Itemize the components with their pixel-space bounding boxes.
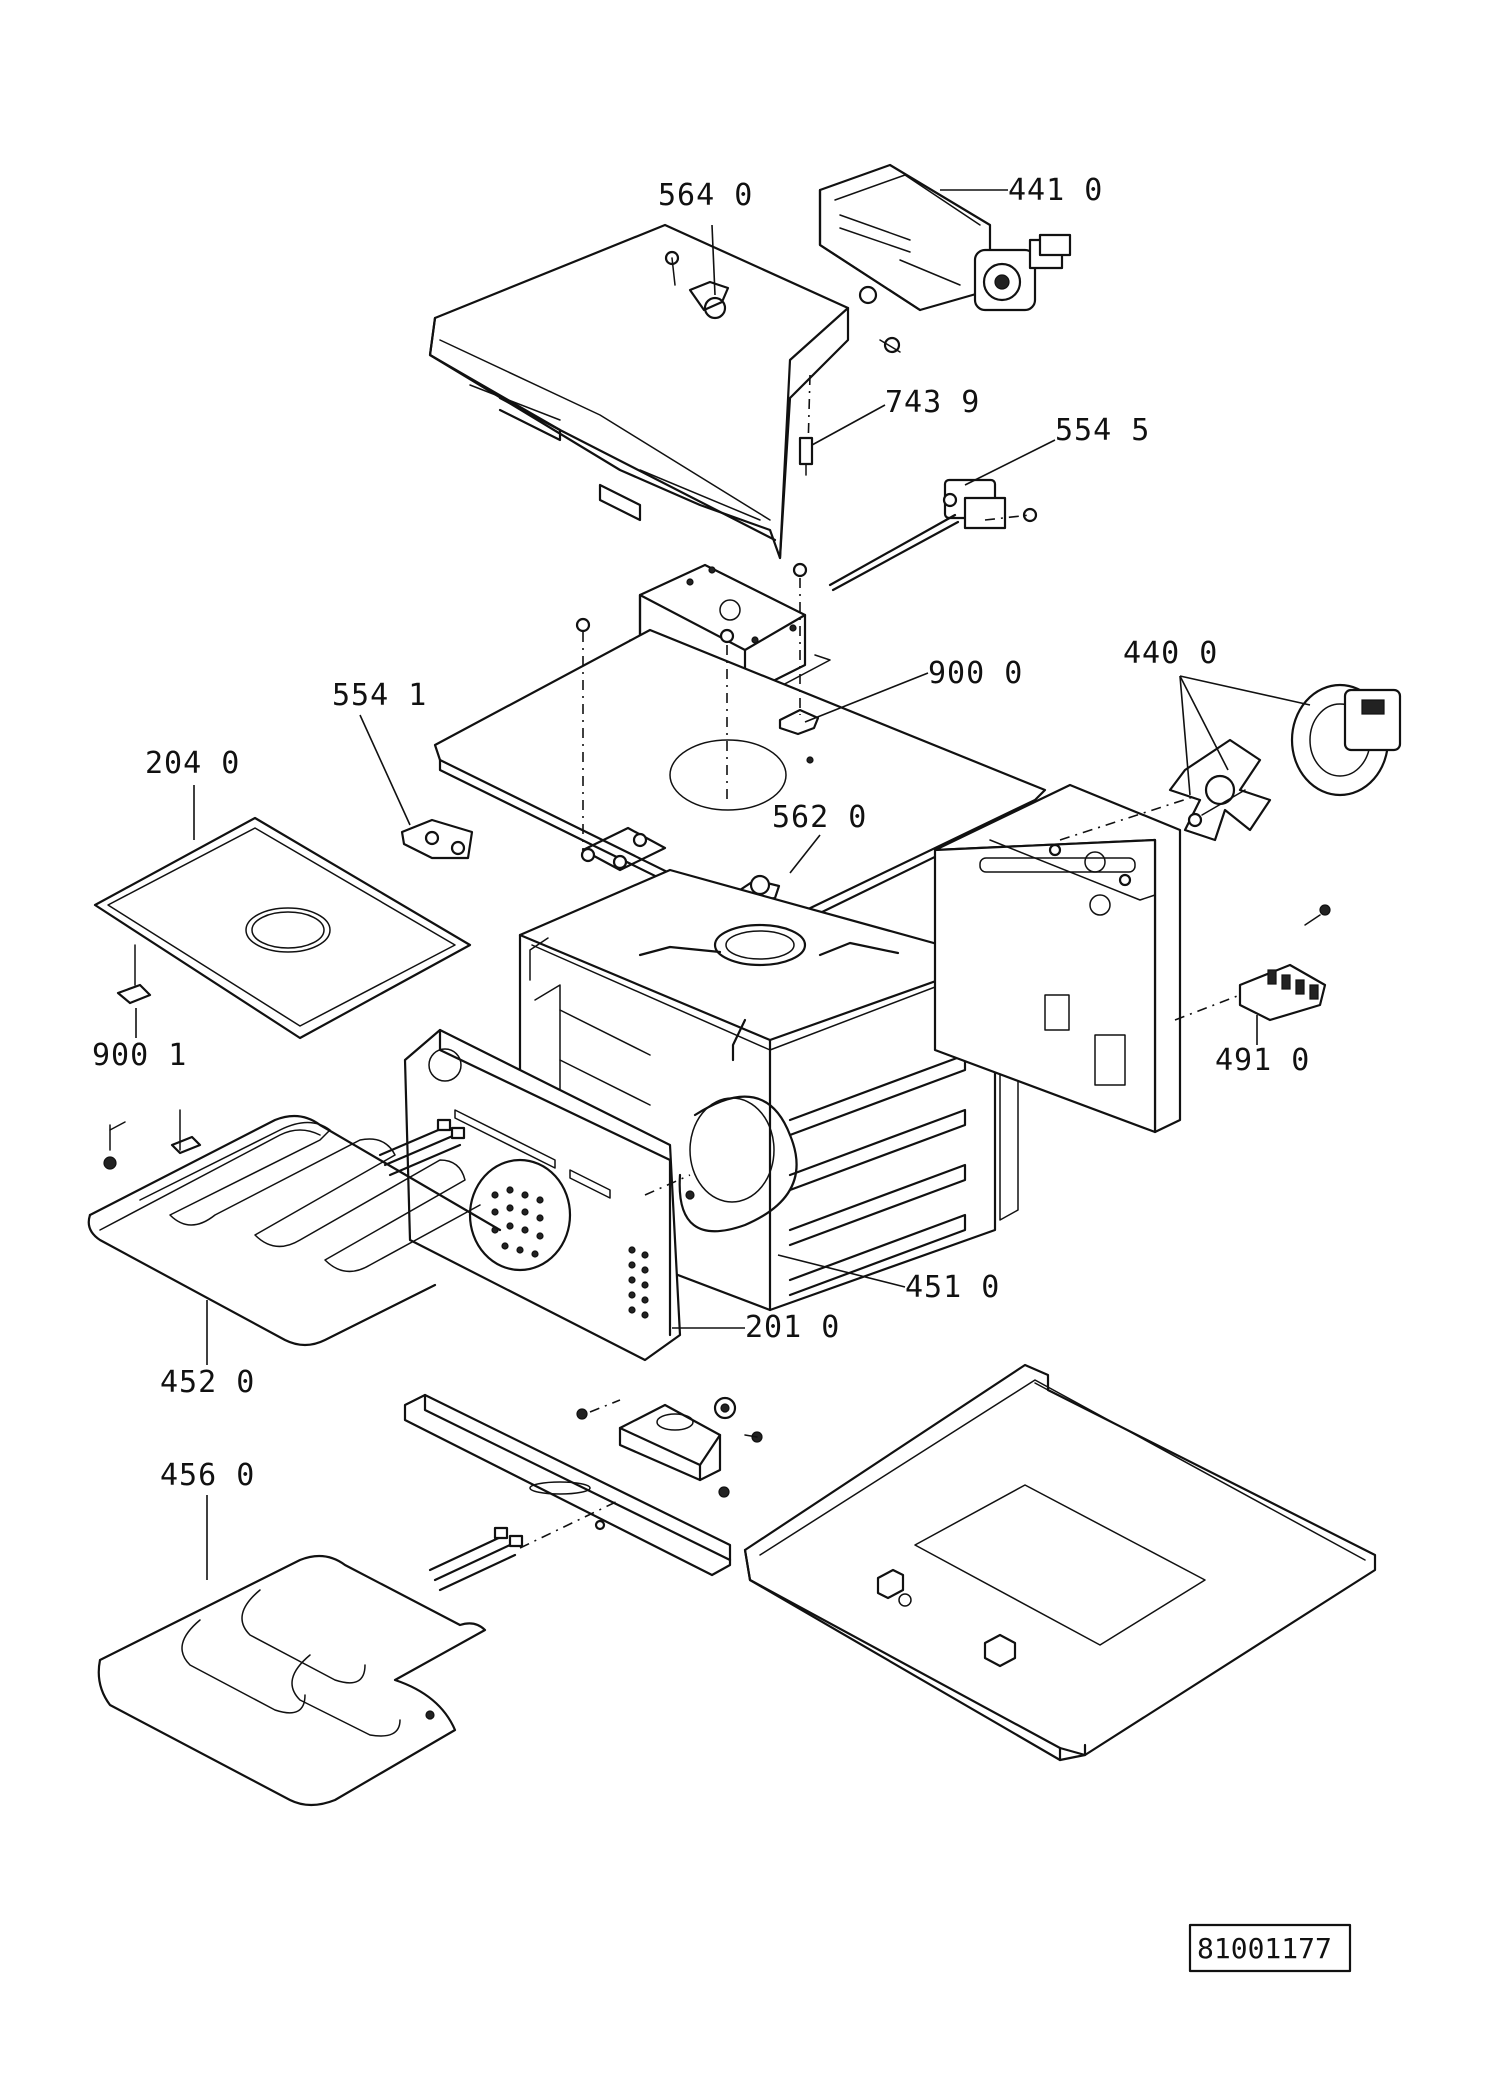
callout-564-0: 564 0	[658, 178, 753, 213]
callout-900-0: 900 0	[928, 656, 1023, 691]
upper-heating-element	[87, 1109, 502, 1347]
vent-holes	[491, 1186, 544, 1258]
mounting-bracket	[400, 818, 474, 860]
callout-201-0: 201 0	[745, 1310, 840, 1345]
thermostat-probe	[828, 478, 1038, 592]
clip	[116, 944, 152, 1005]
callout-900-1: 900 1	[92, 1038, 187, 1073]
lower-heating-element	[97, 1499, 621, 1807]
tangential-fan-motor	[818, 163, 1072, 312]
front-frame	[403, 1028, 695, 1362]
document-number: 81001177	[1197, 1932, 1332, 1965]
door-hinge-bracket	[576, 1396, 763, 1498]
rear-wall-panel	[933, 783, 1231, 1134]
callout-452-0: 452 0	[160, 1365, 255, 1400]
document-number-box	[1188, 1923, 1352, 1973]
callout-491-0: 491 0	[1215, 1043, 1310, 1078]
support-rail	[403, 1393, 732, 1577]
convection-fan-motor	[1168, 683, 1402, 842]
top-cover-duct	[428, 223, 901, 560]
rear-panel-gasket	[93, 816, 472, 1040]
top-panel	[433, 578, 1047, 937]
side-vent-holes	[628, 1246, 649, 1319]
callout-441-0: 441 0	[1008, 173, 1103, 208]
callout-554-1: 554 1	[332, 678, 427, 713]
callout-562-0: 562 0	[772, 800, 867, 835]
callout-440-0: 440 0	[1123, 636, 1218, 671]
callout-456-0: 456 0	[160, 1458, 255, 1493]
callout-204-0: 204 0	[145, 746, 240, 781]
terminal-block	[1174, 904, 1331, 1022]
base-tray	[743, 1363, 1377, 1762]
callout-554-5: 554 5	[1055, 413, 1150, 448]
callout-743-9: 743 9	[885, 385, 980, 420]
callout-451-0: 451 0	[905, 1270, 1000, 1305]
